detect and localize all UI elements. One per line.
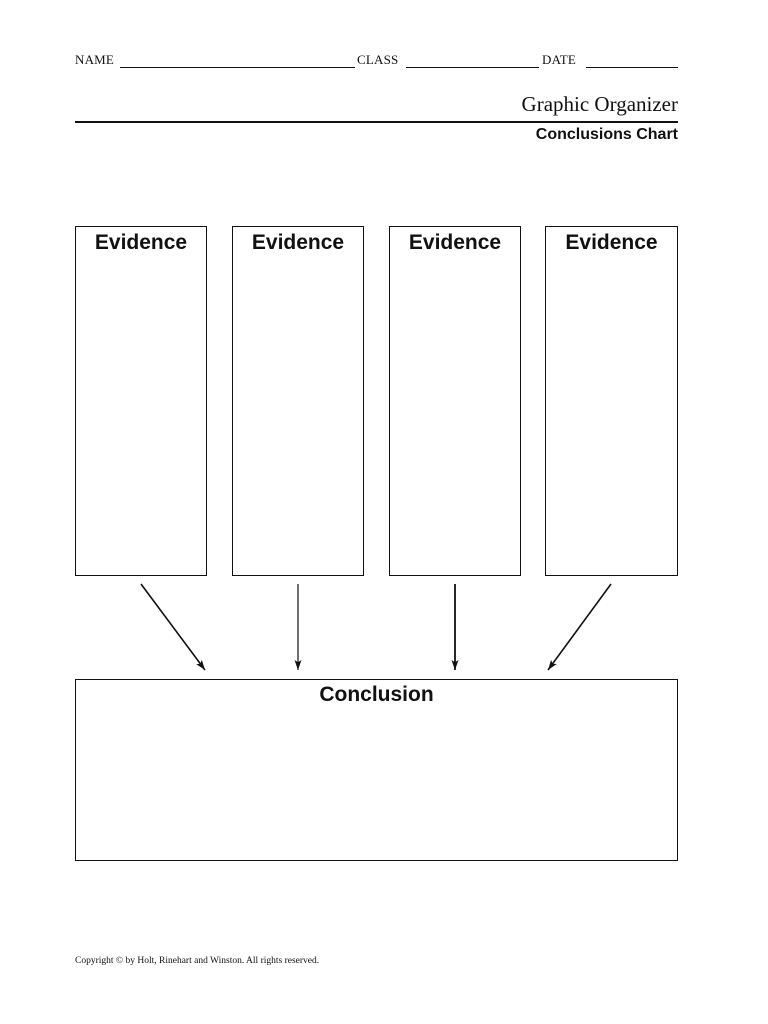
evidence-box-2: Evidence — [232, 226, 364, 576]
evidence-box-4: Evidence — [545, 226, 678, 576]
name-label: NAME — [75, 52, 115, 67]
evidence-title: Evidence — [408, 231, 502, 254]
evidence-box-3: Evidence — [389, 226, 521, 576]
name-blank-line — [120, 67, 355, 68]
title-divider — [75, 121, 678, 123]
copyright-notice: Copyright © by Holt, Rinehart and Winsto… — [75, 956, 320, 966]
conclusion-title: Conclusion — [319, 683, 434, 706]
class-label: CLASS — [357, 52, 399, 67]
chart-name: Conclusions Chart — [535, 126, 678, 143]
class-blank-line — [406, 67, 539, 68]
section-title: Graphic Organizer — [521, 92, 678, 116]
date-blank-line — [586, 67, 678, 68]
evidence-box-1: Evidence — [75, 226, 207, 576]
arrow-1-icon — [140, 583, 206, 671]
evidence-title: Evidence — [565, 231, 658, 254]
connector-arrows — [140, 583, 612, 671]
arrow-4-icon — [547, 583, 612, 671]
conclusion-box: Conclusion — [75, 679, 678, 861]
evidence-title: Evidence — [94, 231, 188, 254]
evidence-title: Evidence — [251, 231, 345, 254]
date-label: DATE — [542, 52, 577, 67]
